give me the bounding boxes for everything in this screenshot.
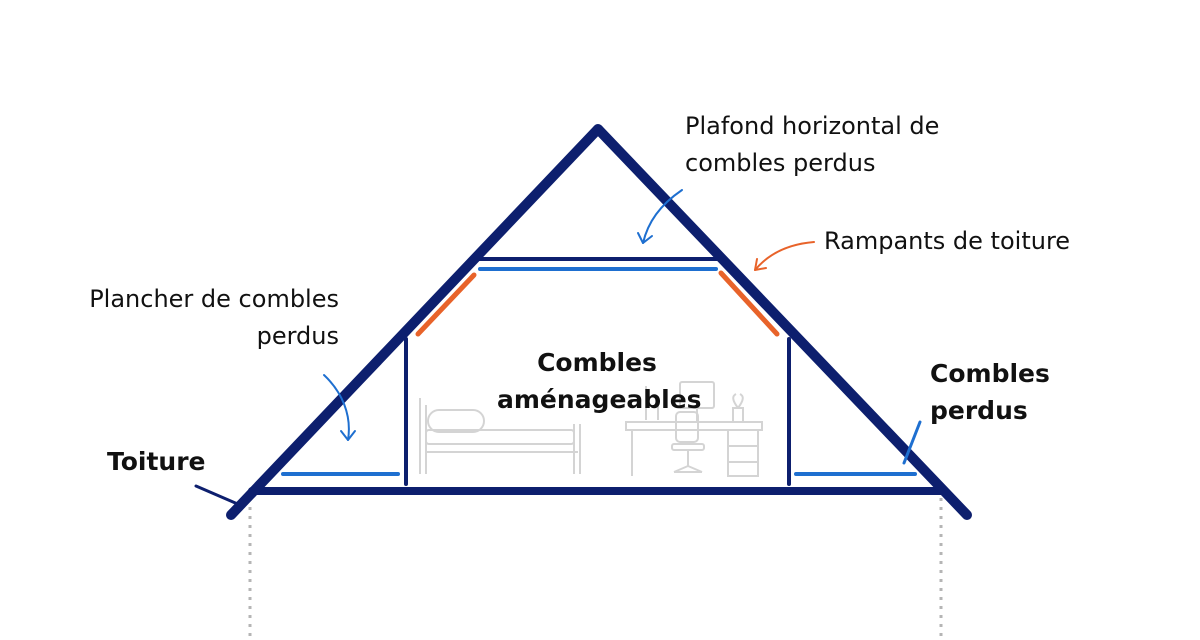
combles-perdus-label: Combles perdus — [930, 355, 1050, 429]
combles-amenageables-label: Combles aménageables — [497, 344, 702, 418]
plafond-label-line-2: combles perdus — [685, 149, 876, 177]
plancher-label-line-2: perdus — [256, 322, 339, 350]
plancher-label-line-1: Plancher de combles — [89, 285, 339, 313]
combles-perdus-pointer — [902, 420, 922, 465]
right-rampant-insulation — [718, 270, 780, 337]
rampants-label: Rampants de toiture — [824, 227, 1071, 255]
plant-icon — [732, 393, 744, 423]
combles-amenageables-line-1: Combles — [537, 348, 657, 377]
plafond-label: Plafond horizontal de combles perdus — [685, 108, 939, 182]
left-rampant-insulation — [415, 272, 477, 337]
plafond-arrow-icon — [637, 189, 683, 244]
house-structure — [226, 124, 972, 520]
annotation-arrows — [194, 189, 922, 507]
plancher-arrow-icon — [323, 374, 356, 441]
toiture-label: Toiture — [107, 447, 206, 476]
combles-perdus-line-2: perdus — [930, 396, 1028, 425]
roof — [226, 124, 972, 520]
bed-icon — [419, 398, 581, 474]
plafond-label-line-1: Plafond horizontal de — [685, 112, 940, 140]
furniture — [419, 381, 763, 477]
combles-perdus-line-1: Combles — [930, 359, 1050, 388]
plancher-label: Plancher de combles perdus — [78, 281, 339, 355]
rampants-arrow-icon — [754, 241, 815, 271]
wall-guides — [248, 498, 943, 640]
combles-amenageables-line-2: aménageables — [497, 385, 702, 414]
toiture-pointer — [194, 484, 242, 507]
office-chair-icon — [671, 411, 705, 473]
shelf-icon — [645, 386, 659, 420]
desk-icon — [625, 421, 763, 477]
